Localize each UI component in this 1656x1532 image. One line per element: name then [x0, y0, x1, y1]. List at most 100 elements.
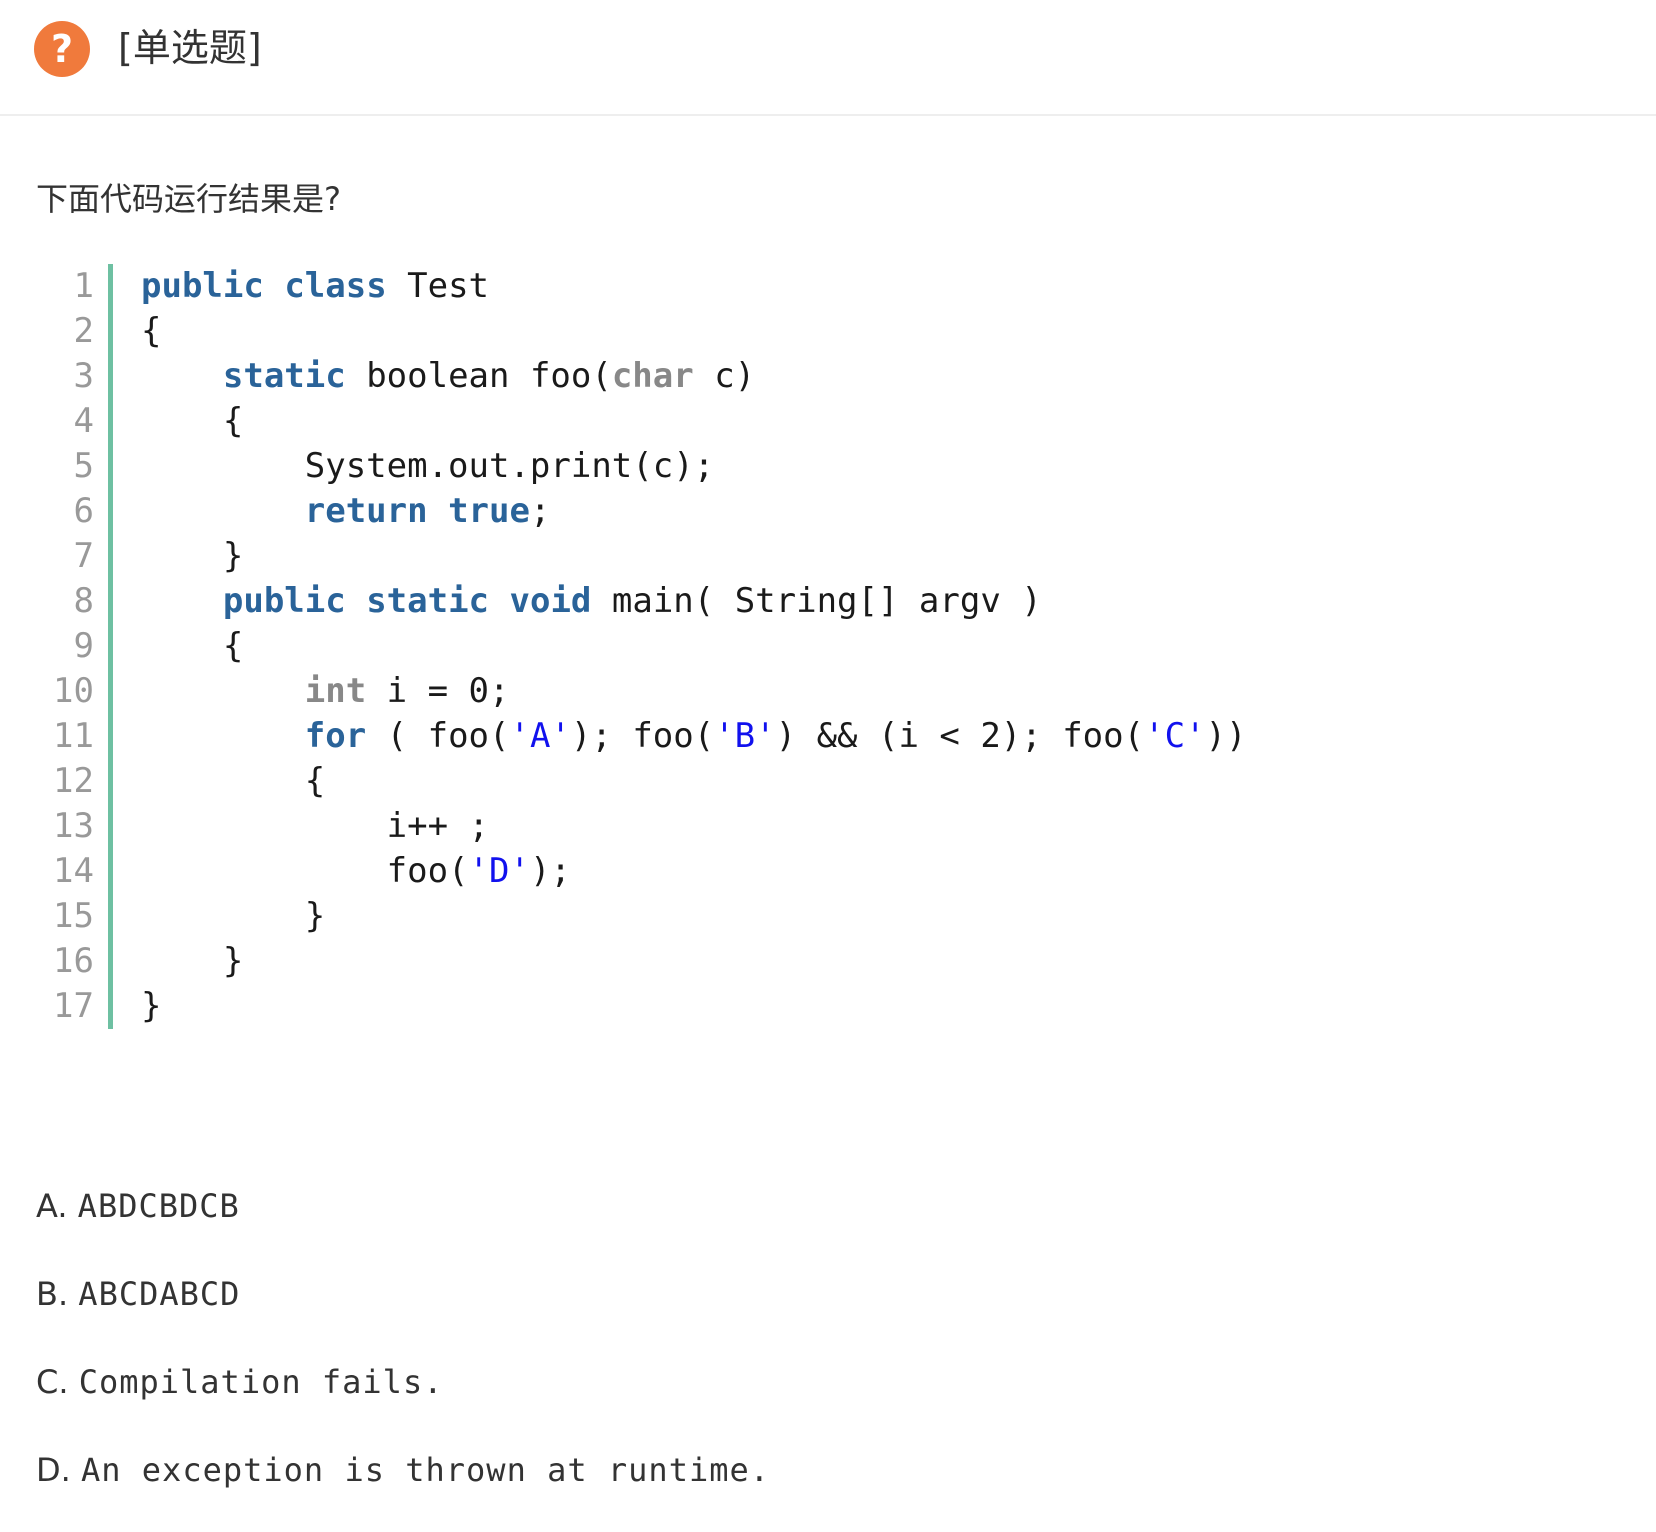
line-code: } [113, 534, 243, 579]
line-code: { [113, 399, 243, 444]
line-number: 3 [36, 354, 113, 399]
line-number: 17 [36, 984, 113, 1029]
line-code: } [113, 984, 161, 1029]
code-token: foo( [386, 851, 469, 891]
line-number: 9 [36, 624, 113, 669]
line-code: i++ ; [113, 804, 489, 849]
code-token: 'B' [714, 716, 776, 756]
code-line: 17} [36, 984, 1246, 1029]
line-code: return true; [113, 489, 551, 534]
line-number: 4 [36, 399, 113, 444]
code-token: { [141, 311, 162, 351]
line-code: { [113, 759, 325, 804]
code-token: int [304, 671, 367, 711]
code-line: 3 static boolean foo(char c) [36, 354, 1246, 399]
line-code: for ( foo('A'); foo('B') && (i < 2); foo… [113, 714, 1247, 759]
line-number: 6 [36, 489, 113, 534]
code-token: ); foo( [570, 716, 715, 756]
question-stem: 下面代码运行结果是? [36, 180, 341, 218]
code-token [346, 581, 366, 621]
line-number: 12 [36, 759, 113, 804]
question-type-label: [单选题] [118, 26, 262, 70]
line-code: int i = 0; [113, 669, 510, 714]
code-token: static [366, 581, 490, 621]
code-token [489, 581, 509, 621]
code-token: } [222, 941, 244, 981]
code-token: boolean foo( [345, 356, 612, 396]
code-token: public [141, 266, 264, 306]
line-code: { [113, 624, 243, 669]
line-number: 14 [36, 849, 113, 894]
line-code: } [113, 939, 243, 984]
option-letter: A. [36, 1187, 68, 1225]
code-line: 6 return true; [36, 489, 1246, 534]
code-line: 13 i++ ; [36, 804, 1246, 849]
code-token: 'A' [509, 716, 571, 756]
code-token: )) [1205, 716, 1247, 756]
code-token: main( String[] argv ) [591, 581, 1042, 621]
code-token: ( foo( [366, 716, 510, 756]
code-line: 14 foo('D'); [36, 849, 1246, 894]
code-token: { [304, 761, 326, 801]
option-letter: D. [36, 1451, 71, 1489]
line-number: 10 [36, 669, 113, 714]
line-code: static boolean foo(char c) [113, 354, 755, 399]
option-letter: B. [36, 1275, 69, 1313]
line-number: 8 [36, 579, 113, 624]
code-line: 12 { [36, 759, 1246, 804]
code-token: { [222, 626, 244, 666]
question-circle-icon: ? [34, 21, 90, 77]
code-line: 2{ [36, 309, 1246, 354]
option-c[interactable]: C. Compilation fails. [36, 1360, 770, 1448]
line-number: 15 [36, 894, 113, 939]
line-code: System.out.print(c); [113, 444, 714, 489]
code-line: 15 } [36, 894, 1246, 939]
code-line: 10 int i = 0; [36, 669, 1246, 714]
code-token: } [141, 986, 162, 1026]
code-token: return [304, 491, 428, 531]
line-code: public static void main( String[] argv ) [113, 579, 1042, 624]
option-text: Compilation fails. [78, 1363, 444, 1401]
code-line: 8 public static void main( String[] argv… [36, 579, 1246, 624]
code-token: true [448, 491, 530, 531]
code-token: System.out.print(c); [304, 446, 715, 486]
code-token: c) [693, 356, 756, 396]
code-line: 7 } [36, 534, 1246, 579]
code-token: { [222, 401, 244, 441]
line-code: { [113, 309, 161, 354]
code-token: ) && (i < 2); foo( [775, 716, 1145, 756]
code-line: 4 { [36, 399, 1246, 444]
code-token: static [222, 356, 346, 396]
answer-options: A. ABDCBDCB B. ABCDABCD C. Compilation f… [36, 1184, 770, 1532]
code-line: 16 } [36, 939, 1246, 984]
code-token: 'C' [1144, 716, 1206, 756]
option-text: ABCDABCD [78, 1275, 241, 1313]
option-b[interactable]: B. ABCDABCD [36, 1272, 770, 1360]
option-text: ABDCBDCB [77, 1187, 240, 1225]
code-token: ); [529, 851, 571, 891]
line-number: 5 [36, 444, 113, 489]
code-token: i = 0; [366, 671, 510, 711]
option-text: An exception is thrown at runtime. [80, 1451, 771, 1489]
line-code: } [113, 894, 325, 939]
line-code: foo('D'); [113, 849, 571, 894]
code-token: void [509, 581, 592, 621]
option-d[interactable]: D. An exception is thrown at runtime. [36, 1448, 770, 1532]
code-token: class [284, 266, 387, 306]
code-token: char [611, 356, 694, 396]
line-number: 2 [36, 309, 113, 354]
question-header: ? [单选题] [0, 0, 1656, 116]
code-line: 9 { [36, 624, 1246, 669]
option-letter: C. [36, 1363, 69, 1401]
option-a[interactable]: A. ABDCBDCB [36, 1184, 770, 1272]
code-token: ; [529, 491, 551, 531]
code-token [428, 491, 448, 531]
code-token [264, 266, 284, 306]
code-token: } [304, 896, 326, 936]
code-line: 11 for ( foo('A'); foo('B') && (i < 2); … [36, 714, 1246, 759]
code-token: Test [386, 266, 490, 306]
line-number: 13 [36, 804, 113, 849]
code-line: 5 System.out.print(c); [36, 444, 1246, 489]
